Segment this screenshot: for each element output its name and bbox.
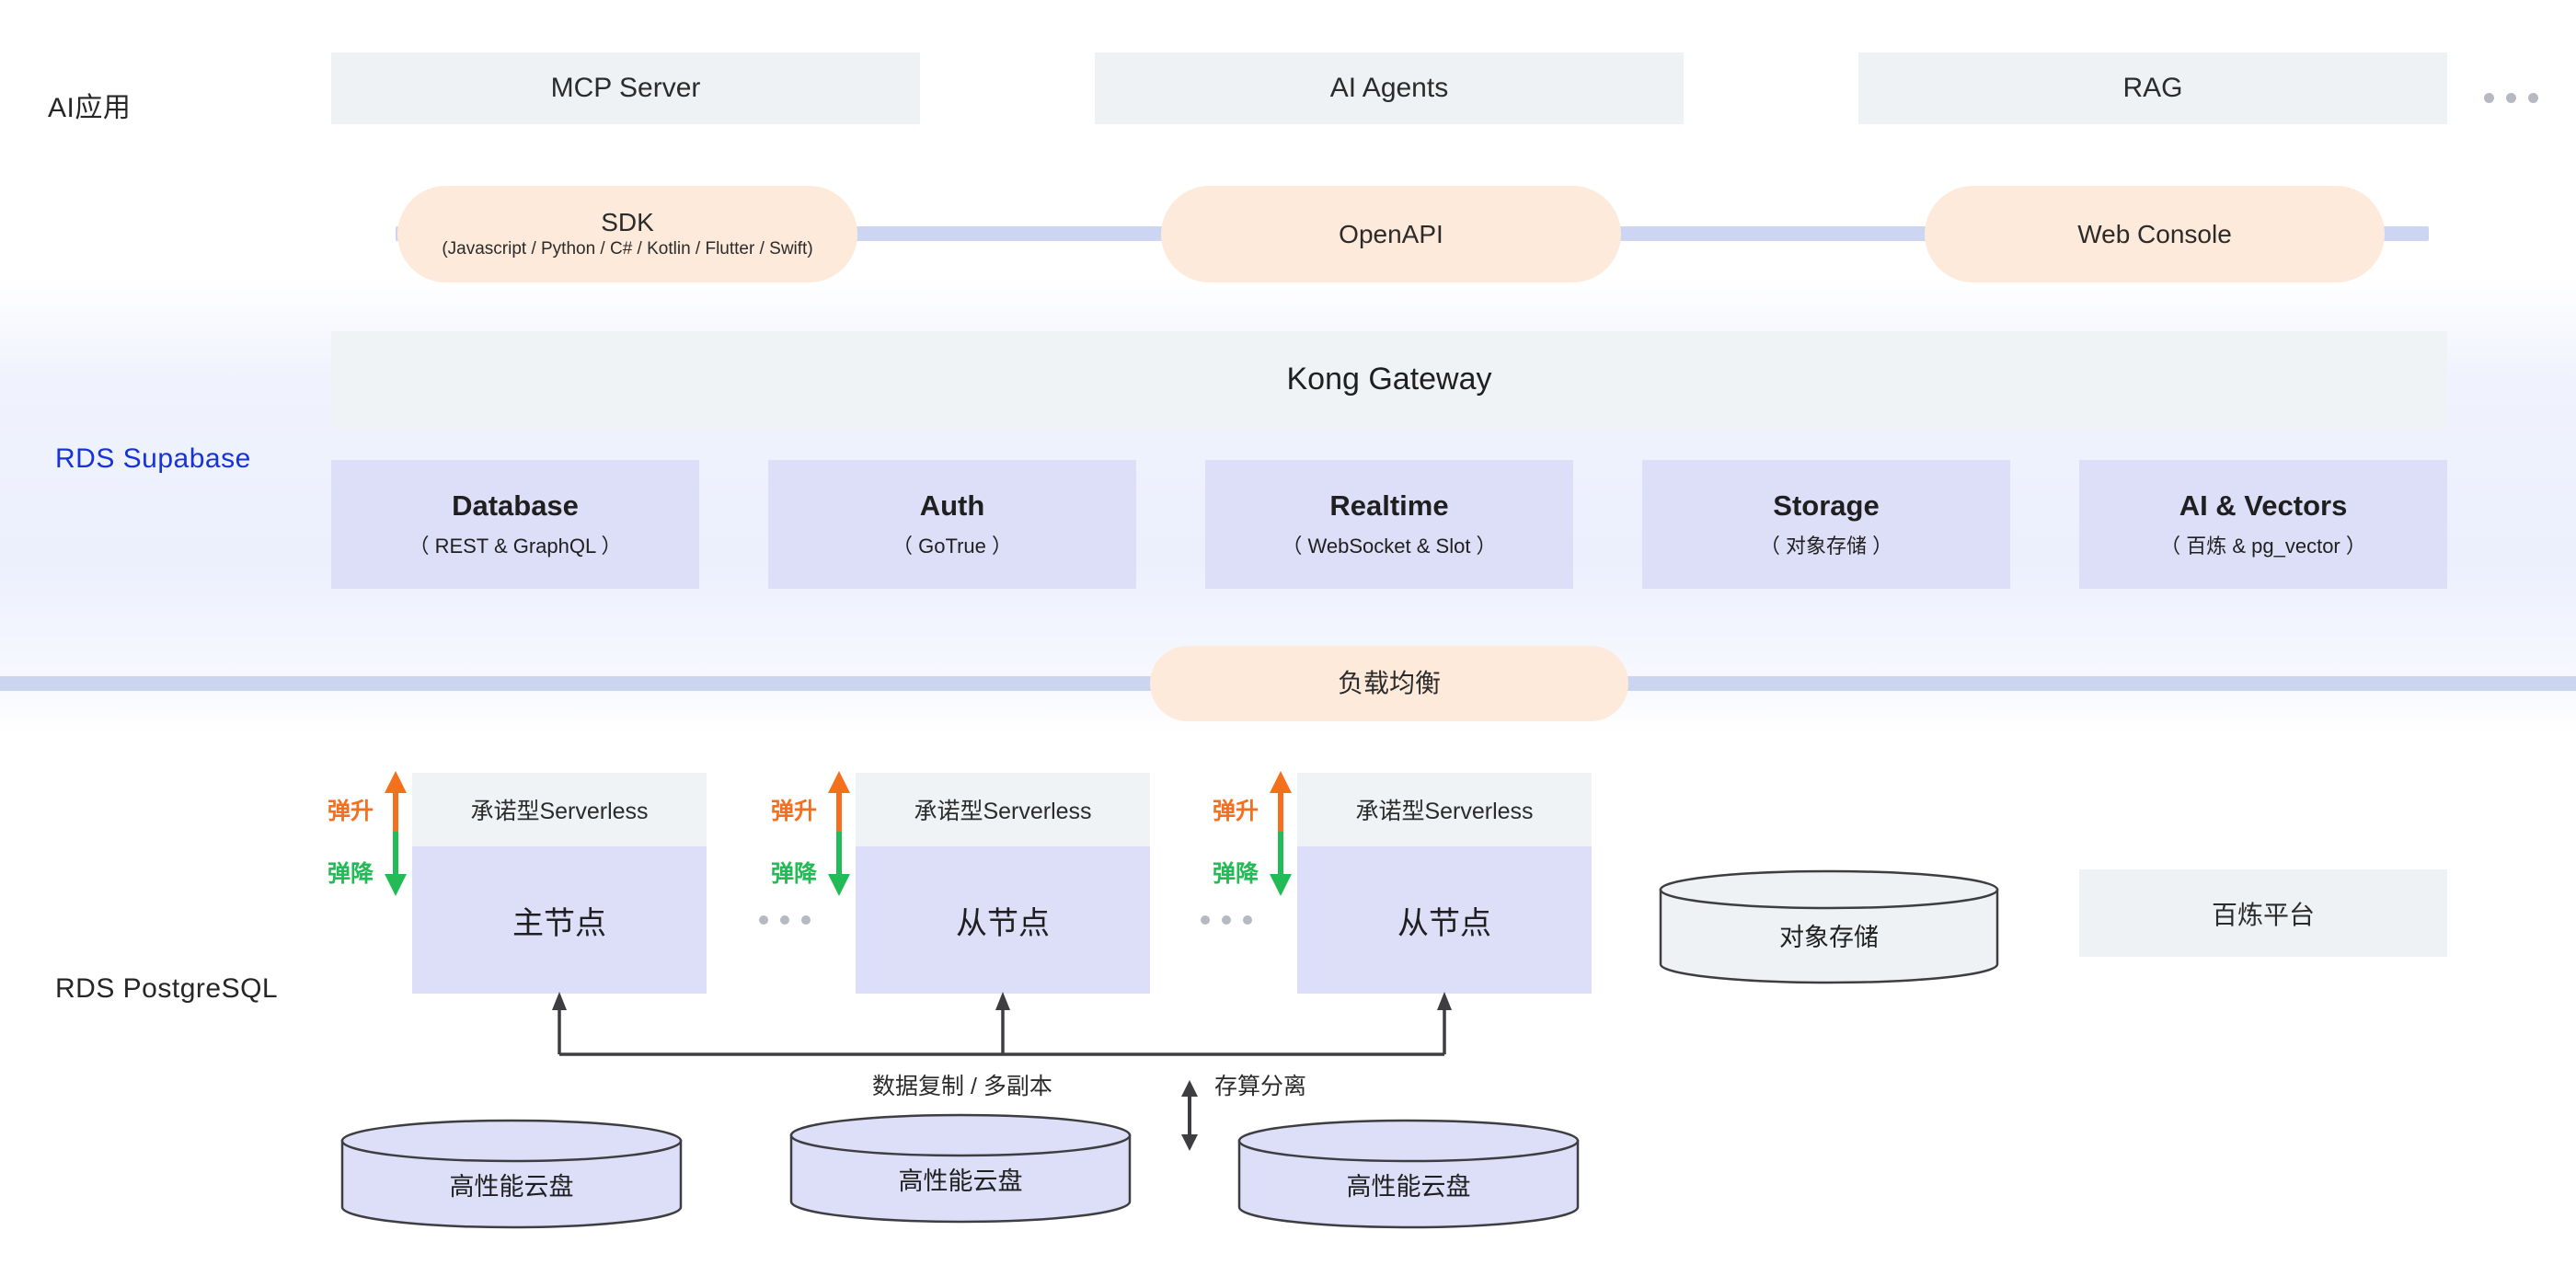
node-body: 主节点 bbox=[412, 846, 707, 994]
node-body: 从节点 bbox=[856, 846, 1150, 994]
service-box-auth[interactable]: Auth （ GoTrue ） bbox=[768, 460, 1136, 589]
service-title: Storage bbox=[1773, 489, 1880, 523]
node-replica-node-1[interactable]: 承诺型Serverless 从节点 bbox=[856, 773, 1150, 994]
row-label-ai-apps: AI应用 bbox=[48, 93, 132, 123]
service-title: Realtime bbox=[1329, 489, 1449, 523]
scale-down-label-2: 弹降 bbox=[771, 861, 818, 887]
scale-arrow-3 bbox=[1270, 771, 1292, 896]
app-box-ai-agents[interactable]: AI Agents bbox=[1095, 52, 1684, 124]
pill-sdk[interactable]: SDK (Javascript / Python / C# / Kotlin /… bbox=[397, 186, 857, 282]
cloud-disk-3[interactable]: 高性能云盘 bbox=[1237, 1119, 1580, 1231]
bailian-platform-box[interactable]: 百炼平台 bbox=[2079, 869, 2447, 957]
scale-up-label-2: 弹升 bbox=[771, 799, 818, 824]
cloud-disk-1[interactable]: 高性能云盘 bbox=[340, 1119, 683, 1231]
service-box-storage[interactable]: Storage （ 对象存储 ） bbox=[1642, 460, 2010, 589]
kong-gateway[interactable]: Kong Gateway bbox=[331, 331, 2447, 428]
service-title: AI & Vectors bbox=[2179, 489, 2348, 523]
cloud-disk-2[interactable]: 高性能云盘 bbox=[789, 1113, 1132, 1225]
pill-load-balancer-title: 负载均衡 bbox=[1337, 669, 1441, 698]
scale-up-label-1: 弹升 bbox=[328, 799, 374, 824]
pill-openapi[interactable]: OpenAPI bbox=[1161, 186, 1621, 282]
pill-web-console[interactable]: Web Console bbox=[1925, 186, 2385, 282]
node-header: 承诺型Serverless bbox=[1297, 773, 1592, 846]
service-subtitle: （ WebSocket & Slot ） bbox=[1282, 534, 1497, 558]
service-title: Auth bbox=[919, 489, 985, 523]
node-body: 从节点 bbox=[1297, 846, 1592, 994]
replication-label: 数据复制 / 多副本 bbox=[872, 1074, 1052, 1099]
scale-arrow-1 bbox=[385, 771, 407, 896]
node-primary-node[interactable]: 承诺型Serverless 主节点 bbox=[412, 773, 707, 994]
node-header: 承诺型Serverless bbox=[412, 773, 707, 846]
scale-arrow-2 bbox=[828, 771, 850, 896]
pill-sdk-subtitle: (Javascript / Python / C# / Kotlin / Flu… bbox=[442, 238, 813, 259]
scale-up-label-3: 弹升 bbox=[1213, 799, 1259, 824]
row-label-rds-postgresql: RDS PostgreSQL bbox=[55, 973, 279, 1004]
service-title: Database bbox=[452, 489, 579, 523]
scale-down-label-1: 弹降 bbox=[328, 861, 374, 887]
pill-web-console-title: Web Console bbox=[2077, 219, 2232, 248]
pill-openapi-title: OpenAPI bbox=[1339, 219, 1443, 248]
service-box-database[interactable]: Database （ REST & GraphQL ） bbox=[331, 460, 699, 589]
service-subtitle: （ REST & GraphQL ） bbox=[408, 534, 622, 558]
app-box-mcp-server[interactable]: MCP Server bbox=[331, 52, 920, 124]
service-subtitle: （ 对象存储 ） bbox=[1759, 534, 1893, 558]
ellipsis-icon-nodes-2 bbox=[1201, 915, 1252, 925]
service-box-ai-vectors[interactable]: AI & Vectors （ 百炼 & pg_vector ） bbox=[2079, 460, 2447, 589]
ellipsis-icon-ai-apps bbox=[2484, 93, 2538, 103]
service-subtitle: （ GoTrue ） bbox=[892, 534, 1012, 558]
pill-sdk-title: SDK bbox=[601, 208, 654, 237]
storage-separation-label: 存算分离 bbox=[1214, 1074, 1307, 1099]
pill-load-balancer[interactable]: 负载均衡 bbox=[1150, 646, 1628, 721]
node-replica-node-2[interactable]: 承诺型Serverless 从节点 bbox=[1297, 773, 1592, 994]
row-label-rds-supabase: RDS Supabase bbox=[55, 443, 251, 474]
app-box-rag[interactable]: RAG bbox=[1858, 52, 2447, 124]
service-subtitle: （ 百炼 & pg_vector ） bbox=[2160, 534, 2366, 558]
ellipsis-icon-nodes-1 bbox=[759, 915, 811, 925]
service-box-realtime[interactable]: Realtime （ WebSocket & Slot ） bbox=[1205, 460, 1573, 589]
scale-down-label-3: 弹降 bbox=[1213, 861, 1259, 887]
node-header: 承诺型Serverless bbox=[856, 773, 1150, 846]
